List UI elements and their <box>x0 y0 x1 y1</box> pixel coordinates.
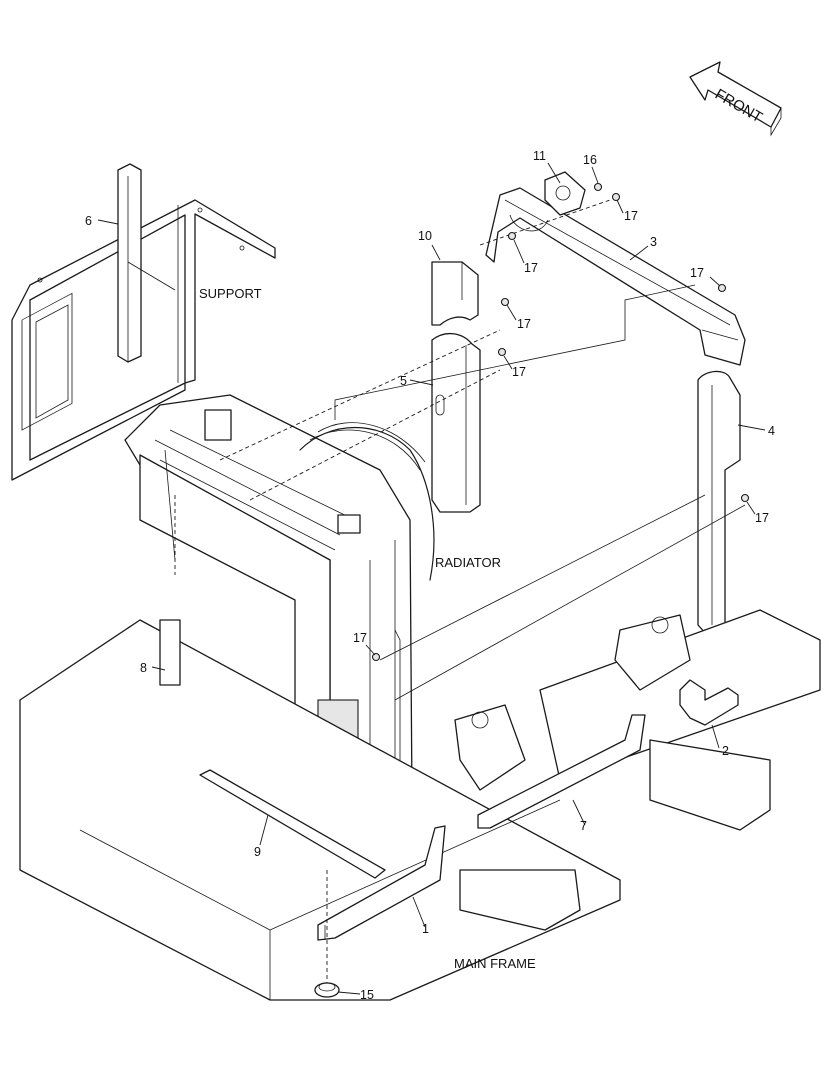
leader-lines <box>151 162 766 995</box>
callout-17: 17 <box>517 317 531 331</box>
bolt-icon <box>497 347 507 357</box>
callout-16: 16 <box>583 153 597 167</box>
support-bracket <box>11 199 276 481</box>
bolt-icon <box>611 192 621 202</box>
callout-5: 5 <box>400 374 407 388</box>
callout-9: 9 <box>254 845 261 859</box>
part-4-bracket <box>697 370 741 636</box>
part-5-bracket <box>431 333 481 513</box>
radiator-label: RADIATOR <box>435 555 501 570</box>
callout-17: 17 <box>353 631 367 645</box>
part-2-block <box>679 679 739 726</box>
part-7-beam <box>477 714 646 829</box>
callout-17: 17 <box>512 365 526 379</box>
callout-6: 6 <box>85 214 92 228</box>
callout-4: 4 <box>768 424 775 438</box>
part-15-cap <box>314 870 340 998</box>
bolt-icons <box>371 182 750 662</box>
bolt-icon <box>717 283 727 293</box>
main-frame-label: MAIN FRAME <box>454 956 536 971</box>
front-arrow: FRONT <box>689 61 782 137</box>
callout-17: 17 <box>755 511 769 525</box>
part-1-beam <box>317 825 446 941</box>
callout-1: 1 <box>422 922 429 936</box>
bolt-icon <box>507 231 517 241</box>
bolt-icon <box>593 182 603 192</box>
callout-10: 10 <box>418 229 432 243</box>
part-3-top-frame <box>485 187 746 366</box>
callout-17: 17 <box>690 266 704 280</box>
part-6-bar <box>97 163 176 363</box>
bolt-icon <box>500 297 510 307</box>
part-10-bracket <box>431 261 479 326</box>
assembly-guide-lines <box>174 199 746 701</box>
callout-3: 3 <box>650 235 657 249</box>
support-label: SUPPORT <box>199 286 262 301</box>
bolt-icon <box>740 493 750 503</box>
callout-17: 17 <box>524 261 538 275</box>
callout-8: 8 <box>140 661 147 675</box>
callout-7: 7 <box>580 819 587 833</box>
part-11-plate <box>544 171 586 216</box>
bolt-icon <box>371 652 381 662</box>
callout-2: 2 <box>722 744 729 758</box>
callout-15: 15 <box>360 988 374 1002</box>
callout-17: 17 <box>624 209 638 223</box>
callout-11: 11 <box>533 149 546 163</box>
